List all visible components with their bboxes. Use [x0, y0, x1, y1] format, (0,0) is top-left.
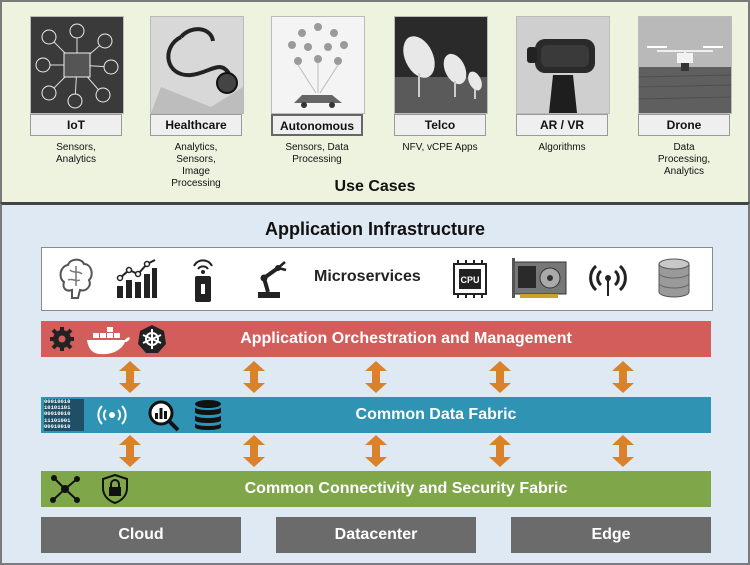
use-case-drone: Drone Data Processing, Analytics — [634, 16, 734, 178]
gpu-card-icon — [512, 258, 567, 298]
analytics-search-icon — [148, 400, 180, 432]
use-case-telco: Telco NFV, vCPE Apps — [390, 16, 490, 154]
use-case-autonomous: Autonomous Sensors, Data Processing — [267, 16, 367, 166]
bidirectional-arrow-icon — [243, 435, 265, 467]
use-case-description: Analytics, Sensors, Image Processing — [171, 142, 221, 189]
autonomous-car-icon — [272, 17, 364, 113]
antenna-dish-icon — [395, 17, 487, 113]
use-case-label: IoT — [30, 114, 122, 136]
iot-device-icon — [193, 259, 213, 302]
healthcare-image — [150, 16, 244, 114]
drone-icon — [639, 17, 731, 113]
use-case-label: AR / VR — [516, 114, 608, 136]
use-case-healthcare: Healthcare Analytics, Sensors, Image Pro… — [146, 16, 246, 190]
bidirectional-arrow-icon — [612, 435, 634, 467]
orchestration-bar: Application Orchestration and Management — [41, 321, 711, 357]
use-case-description: Sensors, Analytics — [55, 142, 96, 165]
use-case-label: Healthcare — [150, 114, 242, 136]
cpu-chip-icon: CPU — [453, 260, 487, 298]
robot-arm-icon — [258, 261, 287, 298]
microservices-box: Microservices CPU — [41, 247, 713, 311]
telco-image — [394, 16, 488, 114]
bidirectional-arrow-icon — [612, 361, 634, 393]
data-fabric-bar: 00010010 10101101 00010010 11101001 0001… — [41, 397, 711, 433]
wireless-signal-icon — [589, 264, 627, 296]
ar-vr-image — [516, 16, 610, 114]
docker-icon — [87, 327, 130, 355]
use-case-description: Algorithms — [538, 142, 586, 153]
database-icon — [658, 258, 690, 298]
use-case-description: Sensors, Data Processing — [285, 142, 349, 165]
binary-data-icon: 00010010 10101101 00010010 11101001 0001… — [44, 398, 84, 431]
network-nodes-icon — [50, 475, 80, 503]
infrastructure-title: Application Infrastructure — [264, 219, 486, 239]
drone-image — [638, 16, 732, 114]
use-cases-panel: IoT Sensors, Analytics Healthcare Analyt… — [0, 0, 750, 204]
kubernetes-icon — [138, 325, 166, 353]
orchestration-label: Application Orchestration and Management — [240, 330, 572, 347]
datacenter-box: Datacenter — [276, 517, 476, 553]
connectivity-bar: Common Connectivity and Security Fabric — [41, 471, 711, 507]
edge-box: Edge — [511, 517, 711, 553]
line-chart-icon — [116, 259, 157, 298]
iot-network-icon — [31, 17, 123, 113]
cloud-box: Cloud — [41, 517, 241, 553]
cpu-text: CPU — [460, 275, 479, 285]
stethoscope-icon — [151, 17, 243, 113]
use-case-description: NFV, vCPE Apps — [402, 142, 478, 153]
brain-icon — [59, 258, 93, 299]
use-case-ar-vr: AR / VR Algorithms — [512, 16, 612, 154]
connectivity-label: Common Connectivity and Security Fabric — [244, 480, 568, 497]
database-icon — [195, 400, 221, 430]
application-infrastructure-panel: Application Infrastructure — [0, 202, 750, 565]
bidirectional-arrow-icon — [243, 361, 265, 393]
bidirectional-arrow-icon — [489, 435, 511, 467]
bidirectional-arrow-icon — [119, 361, 141, 393]
bidirectional-arrow-icon — [119, 435, 141, 467]
use-case-description: Data Processing, Analytics — [657, 142, 711, 177]
use-case-label: Telco — [394, 114, 486, 136]
bidirectional-arrow-icon — [365, 361, 387, 393]
bidirectional-arrow-icon — [489, 361, 511, 393]
bidirectional-arrow-icon — [365, 435, 387, 467]
gear-cycle-icon — [50, 327, 74, 351]
data-fabric-label: Common Data Fabric — [355, 406, 517, 423]
broadcast-icon — [97, 405, 127, 425]
use-case-label: Drone — [638, 114, 730, 136]
security-lock-icon — [102, 474, 128, 504]
use-case-iot: IoT Sensors, Analytics — [26, 16, 126, 166]
use-cases-title: Use Cases — [334, 178, 416, 195]
vr-headset-icon — [517, 17, 609, 113]
use-case-label: Autonomous — [271, 114, 363, 136]
iot-image — [30, 16, 124, 114]
microservices-label: Microservices — [314, 268, 421, 285]
autonomous-image — [271, 16, 365, 114]
